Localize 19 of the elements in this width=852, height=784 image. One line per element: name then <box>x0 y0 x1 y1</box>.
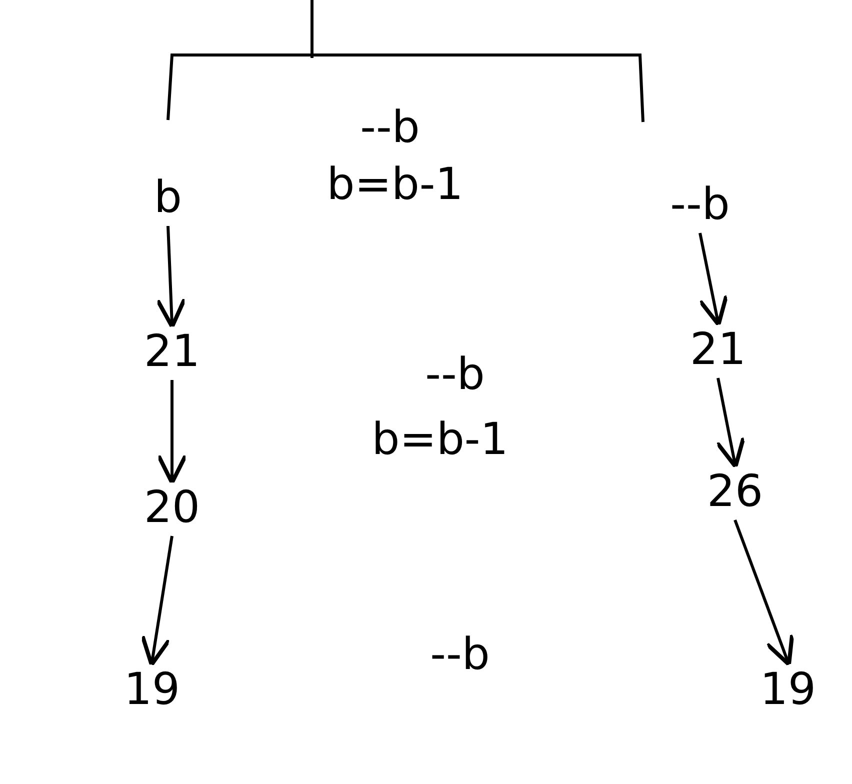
arrow <box>698 232 728 327</box>
value-text: 20 <box>140 484 204 532</box>
value-text: 21 <box>140 328 204 376</box>
value-text: 19 <box>756 666 820 714</box>
code-note: --b <box>359 104 421 152</box>
value-text: b <box>150 174 186 222</box>
code-note: --b <box>429 631 491 679</box>
code-note: --b <box>424 351 486 399</box>
value-text: 26 <box>703 468 767 516</box>
arrow <box>140 536 174 667</box>
code-note: b=b-1 <box>370 416 510 464</box>
value-text: 21 <box>686 326 750 374</box>
arrow <box>156 380 188 485</box>
arrow <box>156 226 187 329</box>
value-text: 19 <box>120 666 184 714</box>
arrow <box>715 378 746 469</box>
arrow <box>734 519 794 667</box>
value-text: --b <box>666 181 734 229</box>
code-note: b=b-1 <box>326 161 464 209</box>
